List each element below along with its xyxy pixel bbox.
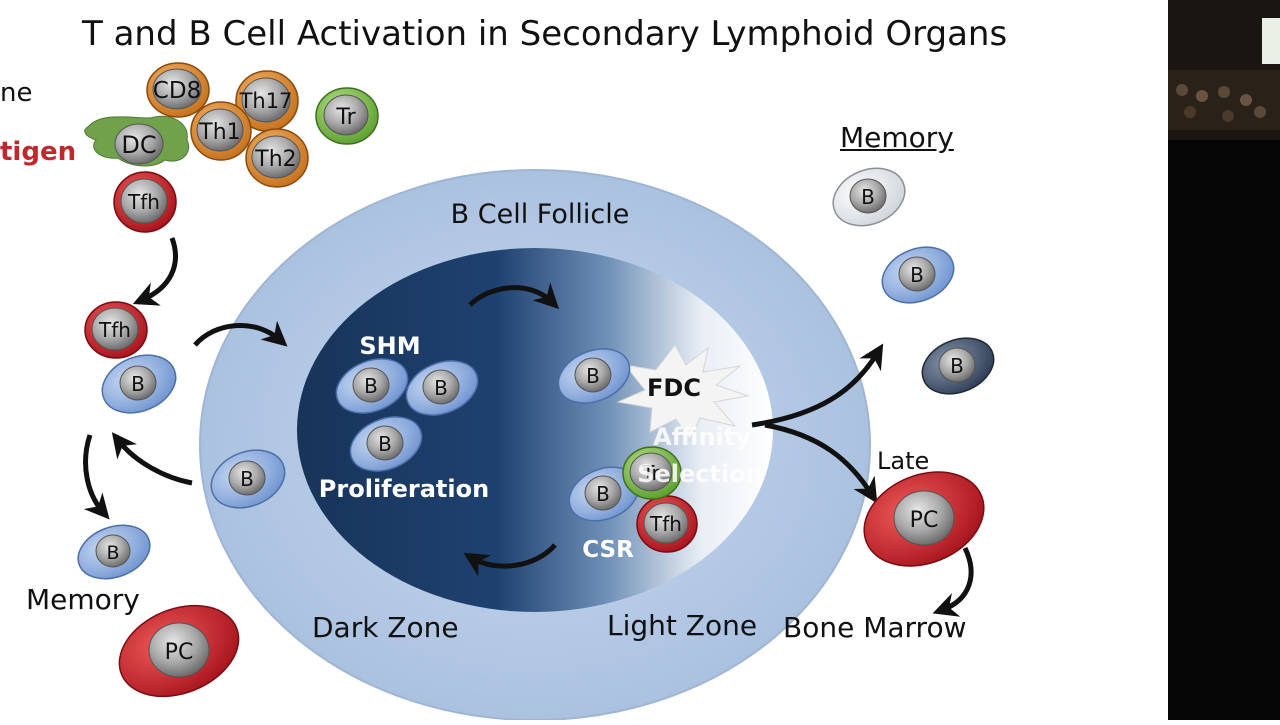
shm-label: SHM — [359, 332, 420, 360]
b-label-lz-upper: B — [586, 364, 600, 388]
arrow-to-bone-marrow — [932, 546, 974, 617]
b-label-memory-left: B — [106, 542, 119, 564]
tr-label-top: Tr — [335, 105, 356, 130]
b-label-memory-blue: B — [910, 263, 924, 287]
slide: DC CD8 Th17 Th1 Th2 — [0, 14, 1008, 720]
clipped-left-text-1: ne — [0, 78, 33, 108]
arrow-exit-follicle — [111, 432, 193, 486]
fdc-starburst-icon — [616, 344, 750, 442]
fdc-label: FDC — [647, 374, 701, 402]
tfh-cell-top: Tfh — [113, 171, 177, 233]
cd8-label: CD8 — [153, 78, 201, 104]
presenter-camera-feed — [1168, 0, 1280, 720]
pc-label-left: PC — [165, 640, 194, 665]
tfh-label-lz: Tfh — [649, 512, 682, 536]
arrow-tfh-down — [132, 237, 178, 306]
th1-cell: Th1 — [190, 101, 252, 161]
th17-cell: Th17 — [235, 70, 299, 132]
tfh-cell-lz: Tfh — [636, 495, 698, 553]
b-label-dz-3: B — [378, 432, 392, 456]
tr-cell-top: Tr — [315, 87, 379, 145]
arrow-dark-to-light — [468, 282, 560, 310]
b-cell-follicle-exit: B — [210, 449, 286, 509]
affinity-label: Affinity — [653, 423, 751, 451]
b-cell-memory-blue: B — [881, 246, 955, 304]
light-zone-label: Light Zone — [607, 609, 758, 642]
camera-scene — [1168, 0, 1280, 720]
dark-zone-label: Dark Zone — [312, 611, 459, 644]
dc-label: DC — [121, 131, 156, 159]
th2-label: Th2 — [254, 147, 296, 172]
plasma-cell-left: PC — [118, 604, 240, 698]
b-label-dz-1: B — [364, 374, 378, 398]
tfh-label-left: Tfh — [98, 318, 131, 342]
tfh-cell-left: Tfh — [84, 301, 148, 359]
projection-screen-icon — [1262, 18, 1280, 64]
late-label: Late — [877, 447, 930, 475]
pc-label-right: PC — [910, 508, 939, 533]
arrow-into-follicle — [193, 320, 288, 347]
arrow-to-plasma-cell — [764, 422, 878, 504]
b-label-memory-dark: B — [950, 354, 964, 378]
selection-label: Selection — [637, 460, 763, 488]
b-cell-memory-dark: B — [921, 337, 995, 395]
b-label-memory-pale: B — [861, 185, 875, 209]
arrow-light-to-dark — [463, 543, 557, 577]
b-cell-dz-1: B — [335, 358, 409, 414]
b-cell-left-upper: B — [101, 354, 177, 414]
tr-cell-lz: Tr — [622, 446, 682, 500]
b-label-follicle-exit: B — [240, 467, 254, 491]
b-label-dz-2: B — [434, 376, 448, 400]
tfh-label-top: Tfh — [127, 190, 160, 214]
arrow-to-memory-right — [751, 343, 884, 428]
th1-label: Th1 — [198, 120, 240, 145]
b-cell-dz-3: B — [349, 416, 423, 472]
tr-label-lz: Tr — [641, 461, 660, 485]
b-label-left-upper: B — [131, 372, 145, 396]
th17-label: Th17 — [239, 89, 293, 113]
b-cell-dz-2: B — [405, 360, 479, 416]
cd8-cell: CD8 — [146, 62, 210, 118]
csr-label: CSR — [582, 537, 634, 563]
th2-cell: Th2 — [245, 128, 309, 188]
dc-nucleus — [114, 123, 164, 165]
diagram: DC CD8 Th17 Th1 Th2 — [77, 62, 995, 720]
memory-left-label: Memory — [26, 583, 140, 616]
b-cell-lz-lower: B — [568, 466, 640, 522]
follicle-label: B Cell Follicle — [451, 199, 630, 230]
bone-marrow-label: Bone Marrow — [783, 611, 967, 644]
b-cell-memory-left: B — [77, 524, 151, 580]
b-label-lz-lower: B — [596, 482, 610, 506]
b-cell-lz-upper: B — [557, 348, 631, 404]
slide-title: T and B Cell Activation in Secondary Lym… — [82, 14, 1008, 54]
plasma-cell-right: PC — [863, 471, 985, 567]
antigen-label: tigen — [0, 137, 77, 167]
proliferation-label: Proliferation — [319, 475, 489, 503]
memory-right-label: Memory — [840, 121, 954, 154]
arrow-to-memory-left — [83, 434, 110, 520]
b-cell-memory-pale: B — [832, 167, 906, 227]
